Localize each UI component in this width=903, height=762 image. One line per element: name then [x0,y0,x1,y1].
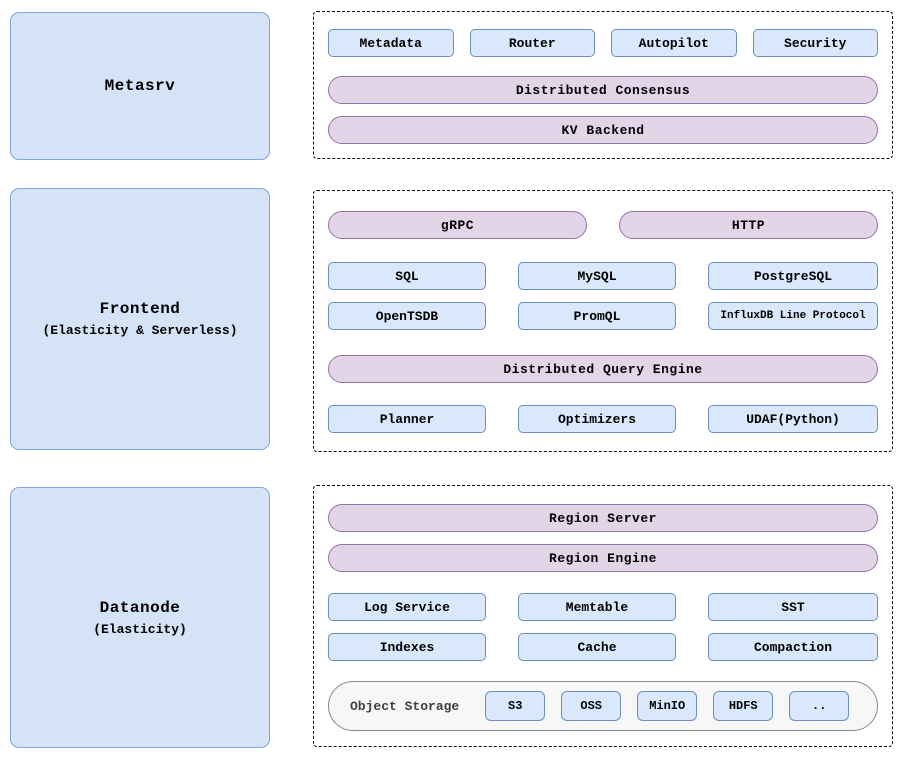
metasrv-panel: Metasrv [10,12,270,160]
chip-autopilot: Autopilot [611,29,737,57]
pill-distributed-query-engine: Distributed Query Engine [328,355,878,383]
pill-grpc: gRPC [328,211,587,239]
datanode-panel: Datanode (Elasticity) [10,487,270,748]
datanode-cluster: Region Server Region Engine Log Service … [313,485,893,747]
frontend-protocol-row: gRPC HTTP [328,211,878,239]
chip-promql: PromQL [518,302,676,330]
backend-oss: OSS [561,691,622,721]
backend-hdfs: HDFS [713,691,774,721]
backend-minio: MinIO [637,691,698,721]
chip-sql: SQL [328,262,486,290]
metasrv-cluster: Metadata Router Autopilot Security Distr… [313,11,893,159]
chip-udaf-python: UDAF(Python) [708,405,878,433]
chip-router: Router [469,29,595,57]
datanode-panel-title: Datanode [99,598,181,617]
pill-region-server: Region Server [328,504,878,532]
chip-memtable: Memtable [518,593,676,621]
backend-s3: S3 [485,691,546,721]
metasrv-panel-title: Metasrv [104,77,176,95]
pill-http: HTTP [619,211,878,239]
chip-postgresql: PostgreSQL [708,262,878,290]
chip-metadata: Metadata [328,29,454,57]
chip-sst: SST [708,593,878,621]
chip-influxdb-line-protocol: InfluxDB Line Protocol [708,302,878,330]
object-storage-capsule: Object Storage S3 OSS MinIO HDFS .. [328,681,878,731]
chip-log-service: Log Service [328,593,486,621]
datanode-storage-row-1: Log Service Memtable SST [328,593,878,621]
metasrv-chip-row: Metadata Router Autopilot Security [328,29,878,57]
chip-mysql: MySQL [518,262,676,290]
object-storage-backends: S3 OSS MinIO HDFS .. [485,691,850,721]
pill-kv-backend: KV Backend [328,116,878,144]
chip-indexes: Indexes [328,633,486,661]
pill-distributed-consensus: Distributed Consensus [328,76,878,104]
pill-region-engine: Region Engine [328,544,878,572]
chip-opentsdb: OpenTSDB [328,302,486,330]
chip-compaction: Compaction [708,633,878,661]
datanode-panel-subtitle: (Elasticity) [93,621,187,637]
chip-security: Security [752,29,878,57]
frontend-api-row-2: OpenTSDB PromQL InfluxDB Line Protocol [328,302,878,330]
chip-optimizers: Optimizers [518,405,676,433]
frontend-api-row-1: SQL MySQL PostgreSQL [328,262,878,290]
frontend-panel-subtitle: (Elasticity & Serverless) [42,323,238,338]
backend-more: .. [789,691,850,721]
chip-cache: Cache [518,633,676,661]
object-storage-label: Object Storage [350,698,460,714]
frontend-engine-row: Planner Optimizers UDAF(Python) [328,405,878,433]
frontend-panel-title: Frontend [99,300,181,318]
frontend-cluster: gRPC HTTP SQL MySQL PostgreSQL OpenTSDB … [313,190,893,452]
frontend-panel: Frontend (Elasticity & Serverless) [10,188,270,450]
chip-planner: Planner [328,405,486,433]
datanode-storage-row-2: Indexes Cache Compaction [328,633,878,661]
